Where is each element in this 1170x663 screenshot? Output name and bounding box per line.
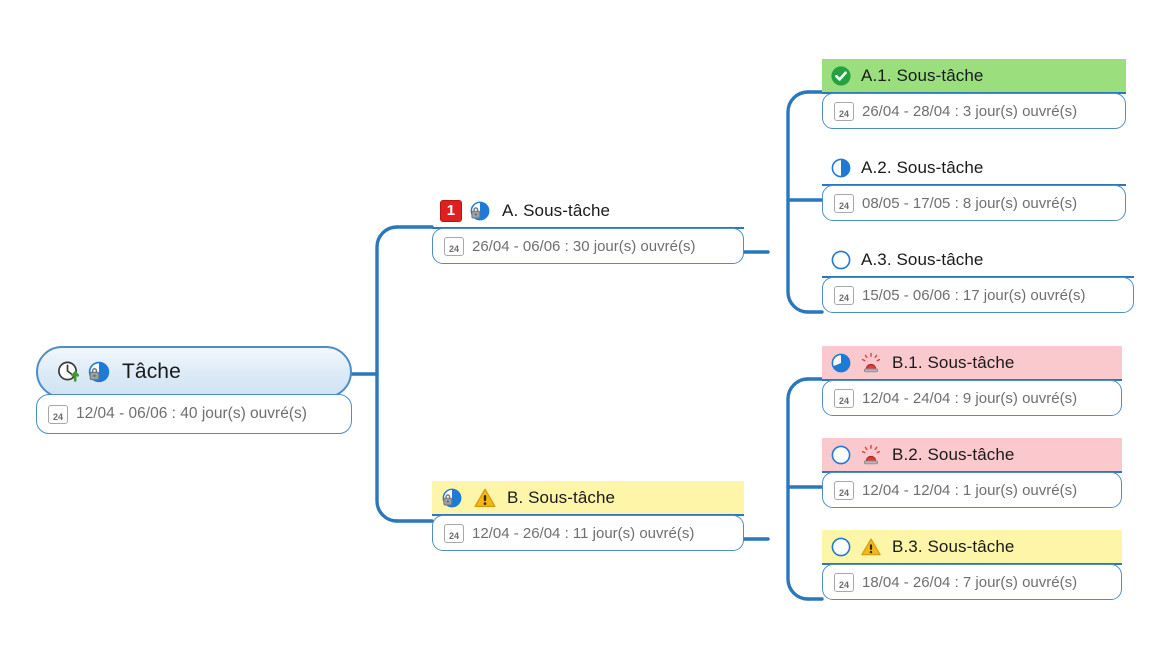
node-root-label: Tâche xyxy=(122,360,181,383)
node-a2-title[interactable]: A.2. Sous-tâche xyxy=(822,151,1126,186)
node-a3-label: A.3. Sous-tâche xyxy=(861,250,984,269)
node-a3-detail[interactable]: 24 15/05 - 06/06 : 17 jour(s) ouvré(s) xyxy=(822,277,1134,313)
node-b1-dates: 12/04 - 24/04 : 9 jour(s) ouvré(s) xyxy=(862,389,1078,407)
node-a1-rule xyxy=(822,91,1126,94)
calendar-icon: 24 xyxy=(48,404,68,424)
node-b3-detail[interactable]: 24 18/04 - 26/04 : 7 jour(s) ouvré(s) xyxy=(822,564,1122,600)
pie-progress-locked-icon xyxy=(468,199,492,223)
node-b1-rule xyxy=(822,378,1122,381)
warning-triangle-icon xyxy=(860,536,882,558)
node-a1-dates: 26/04 - 28/04 : 3 jour(s) ouvré(s) xyxy=(862,102,1078,120)
node-b2-dates: 12/04 - 12/04 : 1 jour(s) ouvré(s) xyxy=(862,481,1078,499)
node-a[interactable]: 1 A. Sous-tâche 24 26/04 - 06/06 : 30 jo… xyxy=(432,194,744,264)
node-b3-rule xyxy=(822,562,1122,565)
node-a-dates: 26/04 - 06/06 : 30 jour(s) ouvré(s) xyxy=(472,237,696,255)
pie-progress-icon xyxy=(830,352,852,374)
node-b3-label: B.3. Sous-tâche xyxy=(892,537,1015,556)
node-b3-dates: 18/04 - 26/04 : 7 jour(s) ouvré(s) xyxy=(862,573,1078,591)
node-a-title[interactable]: 1 A. Sous-tâche xyxy=(432,194,744,229)
node-a-detail[interactable]: 24 26/04 - 06/06 : 30 jour(s) ouvré(s) xyxy=(432,228,744,264)
alarm-siren-icon xyxy=(860,352,882,374)
node-a-rule xyxy=(432,226,744,229)
node-a1-detail[interactable]: 24 26/04 - 28/04 : 3 jour(s) ouvré(s) xyxy=(822,93,1126,129)
node-b2[interactable]: B.2. Sous-tâche 24 12/04 - 12/04 : 1 jou… xyxy=(822,438,1122,508)
pie-progress-icon xyxy=(830,444,852,466)
node-a2-dates: 08/05 - 17/05 : 8 jour(s) ouvré(s) xyxy=(862,194,1078,212)
node-b2-detail[interactable]: 24 12/04 - 12/04 : 1 jour(s) ouvré(s) xyxy=(822,472,1122,508)
node-root-title[interactable]: Tâche xyxy=(36,346,352,398)
calendar-icon: 24 xyxy=(444,523,464,543)
node-b-label: B. Sous-tâche xyxy=(507,488,616,507)
calendar-icon: 24 xyxy=(834,193,854,213)
node-a2[interactable]: A.2. Sous-tâche 24 08/05 - 17/05 : 8 jou… xyxy=(822,151,1126,221)
node-a1-title[interactable]: A.1. Sous-tâche xyxy=(822,59,1126,94)
node-b1-detail[interactable]: 24 12/04 - 24/04 : 9 jour(s) ouvré(s) xyxy=(822,380,1122,416)
node-root-dates: 12/04 - 06/06 : 40 jour(s) ouvré(s) xyxy=(76,405,307,422)
node-a1[interactable]: A.1. Sous-tâche 24 26/04 - 28/04 : 3 jou… xyxy=(822,59,1126,129)
node-a-label: A. Sous-tâche xyxy=(502,201,611,220)
node-b2-rule xyxy=(822,470,1122,473)
pie-progress-locked-icon xyxy=(440,486,464,510)
calendar-icon: 24 xyxy=(834,285,854,305)
node-b[interactable]: B. Sous-tâche 24 12/04 - 26/04 : 11 jour… xyxy=(432,481,744,551)
link-b-children-trunk xyxy=(786,377,810,601)
node-a1-label: A.1. Sous-tâche xyxy=(861,66,984,85)
node-b-detail[interactable]: 24 12/04 - 26/04 : 11 jour(s) ouvré(s) xyxy=(432,515,744,551)
link-trunk-a-b xyxy=(375,225,399,523)
pie-progress-locked-icon xyxy=(86,359,112,385)
node-a2-label: A.2. Sous-tâche xyxy=(861,158,984,177)
calendar-icon: 24 xyxy=(834,480,854,500)
node-root[interactable]: Tâche 24 12/04 - 06/06 : 40 jour(s) ouvr… xyxy=(36,346,352,434)
pie-progress-icon xyxy=(830,249,852,271)
node-a3[interactable]: A.3. Sous-tâche 24 15/05 - 06/06 : 17 jo… xyxy=(822,243,1134,313)
node-a2-detail[interactable]: 24 08/05 - 17/05 : 8 jour(s) ouvré(s) xyxy=(822,185,1126,221)
calendar-icon: 24 xyxy=(834,572,854,592)
node-a3-rule xyxy=(822,275,1134,278)
node-b2-title[interactable]: B.2. Sous-tâche xyxy=(822,438,1122,473)
link-a-children-trunk xyxy=(786,90,810,314)
node-b2-label: B.2. Sous-tâche xyxy=(892,445,1015,464)
pie-progress-icon xyxy=(830,536,852,558)
node-a3-title[interactable]: A.3. Sous-tâche xyxy=(822,243,1134,278)
calendar-icon: 24 xyxy=(444,236,464,256)
node-b-title[interactable]: B. Sous-tâche xyxy=(432,481,744,516)
node-a3-dates: 15/05 - 06/06 : 17 jour(s) ouvré(s) xyxy=(862,286,1086,304)
node-a2-rule xyxy=(822,183,1126,186)
check-circle-icon xyxy=(830,65,852,87)
node-b1-title[interactable]: B.1. Sous-tâche xyxy=(822,346,1122,381)
node-b1[interactable]: B.1. Sous-tâche 24 12/04 - 24/04 : 9 jou… xyxy=(822,346,1122,416)
calendar-icon: 24 xyxy=(834,388,854,408)
priority-badge-icon: 1 xyxy=(440,200,462,222)
node-b-rule xyxy=(432,513,744,516)
warning-triangle-icon xyxy=(473,486,497,510)
node-b1-label: B.1. Sous-tâche xyxy=(892,353,1015,372)
node-b-dates: 12/04 - 26/04 : 11 jour(s) ouvré(s) xyxy=(472,524,695,542)
node-root-detail[interactable]: 24 12/04 - 06/06 : 40 jour(s) ouvré(s) xyxy=(36,394,352,434)
node-b3[interactable]: B.3. Sous-tâche 24 18/04 - 26/04 : 7 jou… xyxy=(822,530,1122,600)
alarm-siren-icon xyxy=(860,444,882,466)
pie-progress-icon xyxy=(830,157,852,179)
node-b3-title[interactable]: B.3. Sous-tâche xyxy=(822,530,1122,565)
calendar-icon: 24 xyxy=(834,101,854,121)
clock-arrow-up-icon xyxy=(56,359,82,385)
